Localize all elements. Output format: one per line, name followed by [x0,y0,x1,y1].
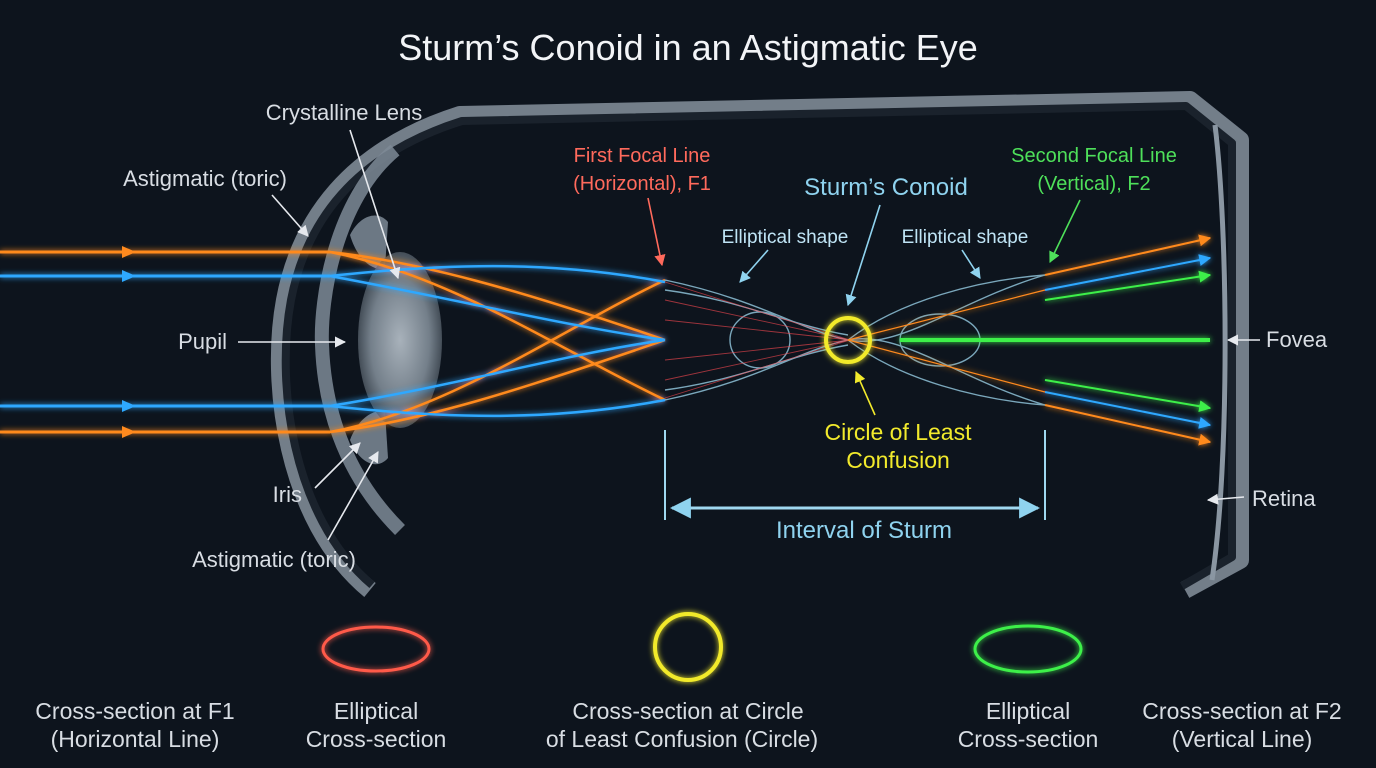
caption-f1-line1: Cross-section at F1 [35,698,234,724]
circle-of-least-confusion [824,316,872,364]
label-retina: Retina [1252,486,1316,511]
caption-f1-line2: (Horizontal Line) [51,726,220,752]
incoming-ray-arrowheads [122,246,136,438]
label-elliptical-shape-right: Elliptical shape [902,227,1029,248]
label-fovea: Fovea [1266,327,1328,352]
label-elliptical-shape-left: Elliptical shape [722,227,849,248]
label-first-focal-line-sub: (Horizontal), F1 [573,173,711,195]
cornea-toric-surface [314,144,405,535]
caption-circle-line2: of Least Confusion (Circle) [546,726,818,752]
crystalline-lens [358,252,442,428]
caption-ellipse-red-line2: Cross-section [306,726,447,752]
ray-fan-f1 [664,281,851,399]
label-sturms-conoid: Sturm’s Conoid [804,174,968,201]
refracted-rays [329,250,666,434]
label-second-focal-line-sub: (Vertical), F2 [1037,173,1150,195]
caption-ellipse-green-line1: Elliptical [986,698,1070,724]
label-pupil: Pupil [178,329,227,354]
cross-section-captions: Cross-section at F1 (Horizontal Line) El… [35,698,1341,752]
diagram-title: Sturm’s Conoid in an Astigmatic Eye [398,27,978,68]
label-circle-of-least-confusion: Circle of Least [824,419,972,445]
incoming-rays [0,250,330,434]
eye-wall [270,91,1249,598]
caption-ellipse-green-line2: Cross-section [958,726,1099,752]
caption-ellipse-red-line1: Elliptical [334,698,418,724]
caption-f2-line2: (Vertical Line) [1172,726,1313,752]
label-second-focal-line: Second Focal Line [1011,145,1177,167]
caption-circle-line1: Cross-section at Circle [572,698,803,724]
cross-section-icons [133,612,1244,682]
cross-section-ellipse-green-icon [973,624,1083,674]
label-circle-of-least-confusion-sub: Confusion [846,447,950,473]
cross-section-circle-icon [653,612,723,682]
label-astigmatic-top: Astigmatic (toric) [123,166,287,191]
interval-of-sturm [664,430,1046,520]
label-astigmatic-bottom: Astigmatic (toric) [192,547,356,572]
cross-section-ellipse-red-icon [321,625,431,673]
label-pointers [238,129,1260,541]
label-interval-of-sturm: Interval of Sturm [776,517,952,544]
rays-to-retina [847,234,1212,446]
caption-f2-line1: Cross-section at F2 [1142,698,1341,724]
label-iris: Iris [273,482,302,507]
label-first-focal-line: First Focal Line [574,145,711,167]
label-crystalline-lens: Crystalline Lens [266,100,423,125]
